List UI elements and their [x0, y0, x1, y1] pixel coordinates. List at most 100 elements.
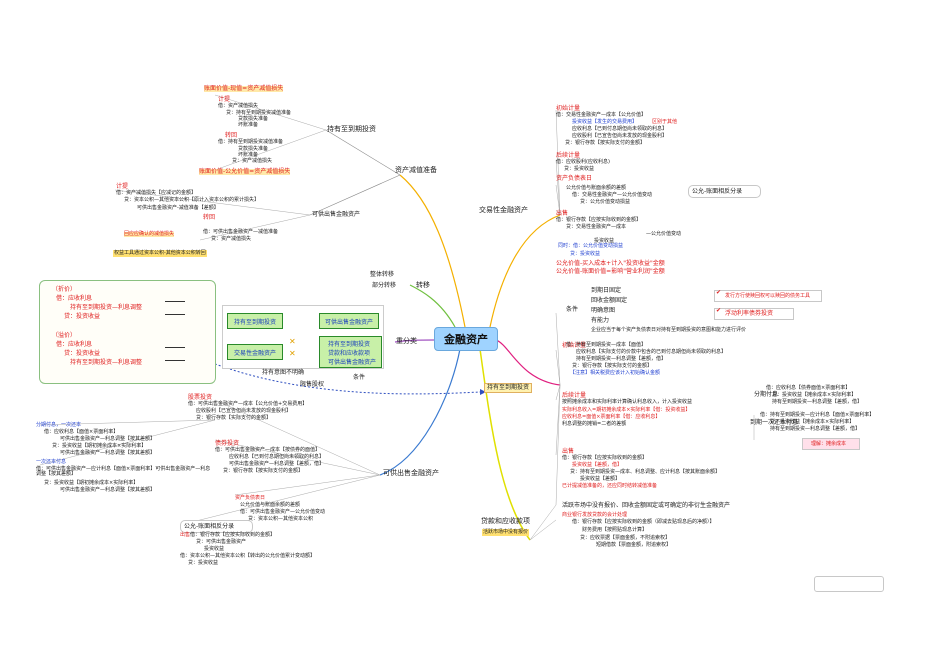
- afs-left-3: 贷：投资收益【期初摊余成本×实际利率】: [52, 443, 147, 449]
- afs-sale-3: 投资收益: [204, 546, 225, 552]
- empty-note-box: [814, 576, 884, 592]
- afs-pe: 资产负债表日: [235, 495, 266, 501]
- htm-sell-cr2: 投资收益【差额】: [580, 476, 621, 482]
- htm-sub-r4: 借：持有至到期投资—应计利息【面值×票面利率】: [760, 412, 875, 418]
- afs-sale-1: 借：银行存款【应按实际收到的金额】: [190, 532, 276, 538]
- htm-sell-dr: 借：银行存款【应按实际收到的金额】: [562, 455, 648, 461]
- htm-c4: 有能力: [591, 317, 610, 324]
- branch-line-loans: [479, 348, 531, 541]
- branch-transfer[interactable]: 转移: [416, 281, 430, 289]
- htm-init: 初始计量: [562, 342, 587, 349]
- trading-fv-tag: 公允-账面相反分录: [688, 185, 761, 198]
- afs-pe-3: 贷：资本公积—其他资本公积: [248, 516, 314, 522]
- impairment-afs: 可供出售金融资产: [312, 211, 361, 218]
- branch-reclass[interactable]: 重分类: [396, 337, 417, 345]
- reclass-graphic: 持有至到期投资 可供出售金融资产 交易性金融资产 持有至到期投资 贷款和应收款项…: [222, 305, 384, 369]
- afs-left-6: 贷：投资收益【期初摊余成本×实际利率】: [44, 480, 139, 486]
- trading-initial-fee-note: 区别于其他: [652, 119, 678, 125]
- central-topic[interactable]: 金融资产: [434, 327, 498, 351]
- loans-l6: 短期借款【票面金额，附追索权】: [596, 542, 672, 548]
- htm-init-int: 应收利息【实际支付的价款中包含的已到付息期但尚未领取的利息】: [576, 349, 727, 355]
- trading-formula-a: 公允价值-买入成本+计入"投资收益"金额: [556, 260, 665, 267]
- afs-left-5: 借：可供出售金融资产—应计利息【面值×票面利率】可供出售金融资产—利息调整【按其…: [36, 466, 211, 478]
- loans-l4: 财务费用【按照贴现息计算】: [582, 527, 648, 533]
- afs-debt-1: 借：可供出售金融资产—成本【按债券的面值】: [215, 447, 321, 453]
- transfer-whole: 整体转移: [370, 271, 395, 278]
- trading-initial-dr: 借：交易性金融资产—成本【公允价值】: [556, 112, 647, 118]
- impairment-htm: 持有至到期投资: [327, 125, 376, 133]
- branch-htm[interactable]: 持有至到期投资: [484, 383, 533, 394]
- htm-sell-cr: 贷：持有至到期投资—成本、利息调整、应计利息【按其账面余额】: [570, 469, 721, 475]
- reclass-box-other: 持有至到期投资 贷款和应收款项 可供出售金融资产: [319, 336, 382, 368]
- afs-stock-2: 应收股利【已宣告但尚未发放的现金股利】: [196, 408, 292, 414]
- afs-pe-1: 公允价值与账面余额的差额: [240, 502, 301, 508]
- trading-initial-div: 应收股利【已宣告但尚未发放的现金股利】: [572, 133, 668, 139]
- reclass-box-trading: 交易性金融资产: [227, 344, 283, 360]
- afs-sale-2: 贷：可供出售金融资产: [196, 539, 247, 545]
- impairment-accrual-cr2: 贷款损失准备: [238, 116, 269, 122]
- trading-subseq-cr: 贷：投资收益: [564, 166, 595, 172]
- htm-init-cr: 贷：银行存款【按实际支付的金额】: [572, 363, 653, 369]
- impairment-formula-1: 账面价值-现值=资产减值损失: [204, 85, 284, 93]
- discount-line-1: 借：应收利息: [56, 295, 93, 302]
- impairment-formula-2: 账面价值-公允价值=资产减值损失: [199, 168, 291, 176]
- htm-c5: 企业应当于每个资产负债表日对持有至到期投资的意图和能力进行评价: [591, 327, 747, 333]
- htm-cond: 条件: [566, 306, 579, 313]
- afs-debt-3: 可供出售金融资产—利息调整【差额，借】: [229, 461, 325, 467]
- afs-stock-1: 借：可供出售金融资产—成本【公允价值+交易费用】: [188, 401, 308, 407]
- trading-disp-dr: 借：银行存款【应按实际收到的金额】: [556, 217, 642, 223]
- transfer-partial: 部分转移: [372, 282, 397, 289]
- afs-pe-tag: 公允-账面相反分录: [180, 520, 253, 533]
- premium-line-1: 借：应收利息: [56, 341, 93, 348]
- trading-fv-diff: 公允价值与账面余额的差额: [566, 185, 627, 191]
- loans-tag: 活跃市场中没有报价: [482, 529, 530, 537]
- htm-init-note: 【注意】相关税费应该计入初始确认金额: [570, 370, 661, 376]
- impairment-reversal: 转回: [225, 132, 238, 139]
- afs-accrual: 计提: [116, 183, 129, 190]
- afs-accrual-cr: 贷：资本公积—其他资本公积【原计入资本公积的累计损失】: [124, 197, 260, 203]
- afs-stock-3: 贷：银行存款【实际支付的金额】: [196, 415, 272, 421]
- branch-afs[interactable]: 可供出售金融资产: [383, 469, 439, 477]
- t-account-mark-2: [165, 347, 185, 361]
- htm-sub-text: 按照摊余成本和实际利率计算确认利息收入，计入投资收益: [562, 399, 693, 405]
- afs-left-2: 可供出售金融资产—利息调整【按其差额】: [60, 436, 156, 442]
- premium-title: （溢价）: [52, 332, 77, 339]
- check-icon-2: ✔: [716, 307, 722, 314]
- htm-sell-adj: 投资收益【差额，借】: [572, 462, 623, 468]
- afs-sale: 出售: [180, 532, 191, 538]
- afs-debt: 债券投资: [215, 440, 240, 447]
- htm-sell: 出售: [562, 448, 575, 455]
- branch-trading[interactable]: 交易性金融资产: [479, 206, 528, 214]
- reclass-box-htm: 持有至到期投资: [227, 313, 283, 329]
- htm-sub-r5: 贷：投资收益【摊余成本×实际利率】: [770, 419, 855, 425]
- trading-subseq: 后续计量: [556, 152, 581, 159]
- htm-sub-r1: 借：应收利息【债券面值×票面利率】: [766, 385, 851, 391]
- htm-sub-r3: 持有至到期投资—利息调整【差额，借】: [772, 399, 863, 405]
- premium-line-3: 持有至到期投资—利息调整: [70, 359, 143, 366]
- htm-sub-text2: 实际利息收入=期初摊余成本×实际利率【借：投资收益】: [562, 407, 691, 413]
- afs-left-4: 可供出售金融资产—利息调整【按其差额】: [60, 450, 156, 456]
- reclass-note-b: 条件: [353, 374, 366, 381]
- htm-init-dr: 借：持有至到期投资—成本【面值】: [566, 342, 647, 348]
- trading-disposal: 出售: [556, 210, 569, 217]
- afs-sale-4: 借：资本公积—其他资本公积【转出的公允价值累计变动额】: [180, 553, 316, 559]
- afs-left-title2: 一次还本付息: [36, 459, 67, 465]
- discount-line-2: 持有至到期投资—利息调整: [70, 304, 143, 311]
- impairment-reversal-dr2: 贷款损失准备: [238, 146, 269, 152]
- impairment-reversal-dr: 借：持有至到期投资减值准备: [218, 139, 284, 145]
- afs-equity-note: 权益工具通过资本公积-其他资本公积转回: [113, 250, 207, 258]
- htm-c2: 回收金额固定: [591, 297, 628, 304]
- impairment-accrual: 计提: [218, 96, 231, 103]
- branch-loans[interactable]: 贷款和应收款项: [481, 517, 530, 525]
- trading-initial-cr: 贷：银行存款【按实际支付的金额】: [565, 140, 646, 146]
- impairment-reversal-cr: 贷：资产减值损失: [232, 158, 273, 164]
- trading-disp-gain: 投资收益: [594, 238, 615, 244]
- afs-stock: 股票投资: [188, 394, 213, 401]
- afs-sale-5: 贷：投资收益: [188, 560, 219, 566]
- branch-impairment[interactable]: 资产减值准备: [395, 166, 437, 174]
- htm-c3: 明确意图: [591, 307, 616, 314]
- interest-entry-panel: （折价） 借：应收利息 持有至到期投资—利息调整 贷：投资收益 （溢价） 借：应…: [39, 280, 216, 384]
- premium-line-2: 贷：投资收益: [64, 350, 101, 357]
- afs-left-7: 可供出售金融资产—利息调整【按其差额】: [60, 487, 156, 493]
- impairment-accrual-dr: 借：资产减值损失: [218, 103, 259, 109]
